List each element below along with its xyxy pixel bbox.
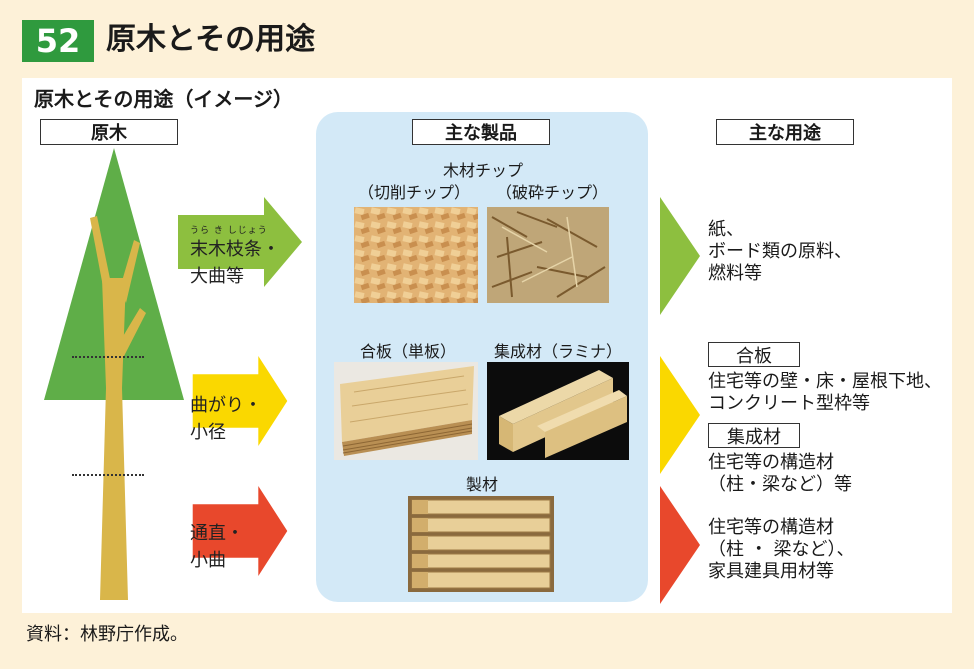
arrow-straight-wood <box>192 486 288 576</box>
tree-illustration <box>44 148 184 600</box>
glulam-use-2: （柱・梁など）等 <box>708 474 852 495</box>
raw-wood-header: 原木 <box>40 119 178 145</box>
straight-wood-line1: 通直・ <box>190 523 244 544</box>
plywood-use-box: 合板 <box>708 342 800 367</box>
tree-branch-right-lower <box>116 308 146 360</box>
curved-wood-line1: 曲がり・ <box>190 395 262 416</box>
arrow-top-wood <box>178 197 302 287</box>
products-header: 主な製品 <box>412 119 550 145</box>
tree-trunk <box>100 278 128 600</box>
top-wood-ruby: うら き しじょう <box>190 226 268 236</box>
glulam-use-1: 住宅等の構造材 <box>708 452 834 473</box>
lumber-uses: 住宅等の構造材 （柱 ・ 梁など）、 家具建具用材等 <box>708 517 854 583</box>
lumber-photo <box>408 496 554 592</box>
lumber-use-2: （柱 ・ 梁など）、 <box>708 539 855 560</box>
tree-branch-left <box>90 216 114 313</box>
cut-line-lower <box>72 474 144 476</box>
arrow-to-lumber-uses <box>660 486 700 604</box>
lumber-use-3: 家具建具用材等 <box>708 561 834 582</box>
top-wood-label: うら き しじょう 末木枝条・ 大曲等 <box>190 226 280 290</box>
glulam-label: 集成材（ラミナ） <box>493 342 622 361</box>
top-wood-line2: 大曲等 <box>190 266 244 287</box>
glulam-uses: 住宅等の構造材 （柱・梁など）等 <box>708 452 852 496</box>
curved-wood-line2: 小径 <box>190 422 226 443</box>
straight-wood-line2: 小曲 <box>190 550 226 571</box>
plywood-use-1: 住宅等の壁・床・屋根下地、 <box>708 371 942 392</box>
plywood-use-2: コンクリート型枠等 <box>708 393 870 414</box>
glulam-photo <box>487 362 629 460</box>
page-title: 原木とその用途 <box>106 22 316 57</box>
cut-line-upper <box>72 356 144 358</box>
arrow-to-chip-uses <box>660 197 700 315</box>
cut-chip-photo <box>354 207 478 303</box>
straight-wood-label: 通直・ 小曲 <box>190 520 244 574</box>
tree-branch-right <box>120 240 140 303</box>
arrow-to-board-uses <box>660 356 700 474</box>
lumber-label: 製材 <box>465 475 498 494</box>
glulam-use-box: 集成材 <box>708 423 800 448</box>
curved-wood-label: 曲がり・ 小径 <box>190 392 262 446</box>
chip-use-2: ボード類の原料、 <box>708 241 852 262</box>
source-note: 資料：林野庁作成。 <box>26 624 188 645</box>
plywood-uses: 住宅等の壁・床・屋根下地、 コンクリート型枠等 <box>708 371 942 415</box>
chip-crush-label: （破砕チップ） <box>495 183 608 202</box>
uses-header: 主な用途 <box>716 119 854 145</box>
plywood-label: 合板（単板） <box>359 342 456 361</box>
chip-cut-label: （切削チップ） <box>357 183 470 202</box>
lumber-use-1: 住宅等の構造材 <box>708 517 834 538</box>
figure-number-badge: 52 <box>22 20 94 62</box>
arrow-curved-wood <box>192 356 288 446</box>
chip-uses: 紙、 ボード類の原料、 燃料等 <box>708 219 852 285</box>
chip-title: 木材チップ <box>442 161 523 180</box>
top-wood-line1: 末木枝条・ <box>190 239 280 260</box>
tree-crown <box>44 148 184 400</box>
plywood-photo <box>334 362 478 460</box>
chip-use-1: 紙、 <box>708 219 744 240</box>
figure-title: 原木とその用途（イメージ） <box>34 87 293 111</box>
chip-use-3: 燃料等 <box>708 263 762 284</box>
crushed-chip-photo <box>487 207 609 303</box>
